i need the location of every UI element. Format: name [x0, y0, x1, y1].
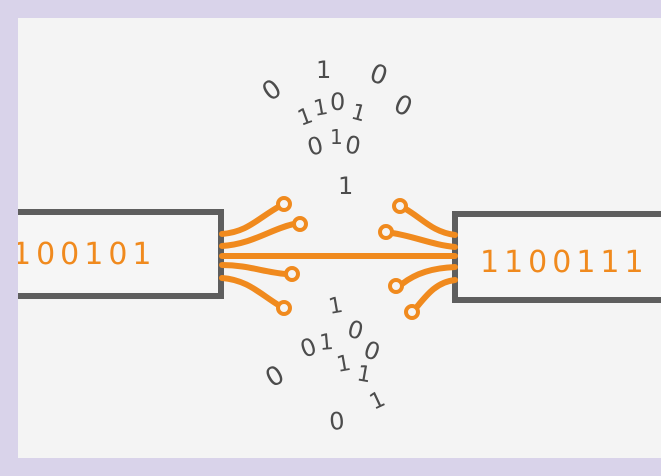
terminal-circle: [292, 216, 308, 232]
floating-digit: 1: [348, 100, 368, 128]
floating-digit: 1: [355, 361, 373, 388]
floating-digit: 0: [344, 315, 366, 346]
right-branch-1: [401, 205, 458, 238]
right-branch-3: [399, 264, 458, 287]
left-branch-1: [219, 203, 283, 237]
terminal-circle: [276, 196, 292, 212]
floating-digit: 0: [330, 88, 345, 116]
right-data-block: 1100111: [452, 211, 661, 303]
floating-digit: 0: [296, 332, 320, 364]
right-branch-4: [413, 277, 458, 311]
wire-terminals: [276, 196, 420, 320]
floating-digit: 1: [338, 172, 353, 200]
data-transfer-illustration: 100101 1100111: [18, 56, 661, 436]
floating-digit: 1: [366, 387, 389, 416]
connection-wires: [219, 203, 458, 311]
floating-digit: 0: [389, 89, 417, 123]
floating-digit: 0: [257, 74, 288, 108]
floating-digit: 1: [327, 293, 345, 320]
floating-digit: 1: [312, 95, 330, 122]
left-data-block: 100101: [18, 209, 224, 299]
floating-digit: 0: [328, 407, 346, 436]
floating-digit: 0: [261, 360, 290, 394]
floating-digits-top: 0 1 0 1 1 0 1 0 0 1 0 1: [257, 56, 417, 200]
floating-digit: 1: [316, 56, 331, 84]
floating-digit: 0: [343, 130, 363, 160]
right-branch-2: [389, 230, 458, 250]
left-branch-3: [219, 262, 289, 277]
terminal-circle: [284, 266, 300, 282]
floating-digit: 1: [330, 125, 343, 149]
illustration-panel: 100101 1100111: [18, 18, 661, 458]
right-block-frame: [452, 211, 661, 303]
left-branch-2: [219, 221, 297, 249]
floating-digit: 0: [304, 131, 326, 162]
terminal-circle: [404, 304, 420, 320]
terminal-circle: [388, 278, 404, 294]
terminal-circle: [392, 198, 408, 214]
left-branch-4: [219, 275, 283, 309]
floating-digit: 0: [366, 58, 392, 92]
left-block-bits: 100101: [18, 237, 157, 272]
floating-digit: 1: [318, 330, 334, 356]
terminal-circle: [378, 224, 394, 240]
terminal-circle: [276, 300, 292, 316]
right-block-bits: 1100111: [480, 245, 649, 280]
floating-digit: 1: [335, 351, 353, 378]
